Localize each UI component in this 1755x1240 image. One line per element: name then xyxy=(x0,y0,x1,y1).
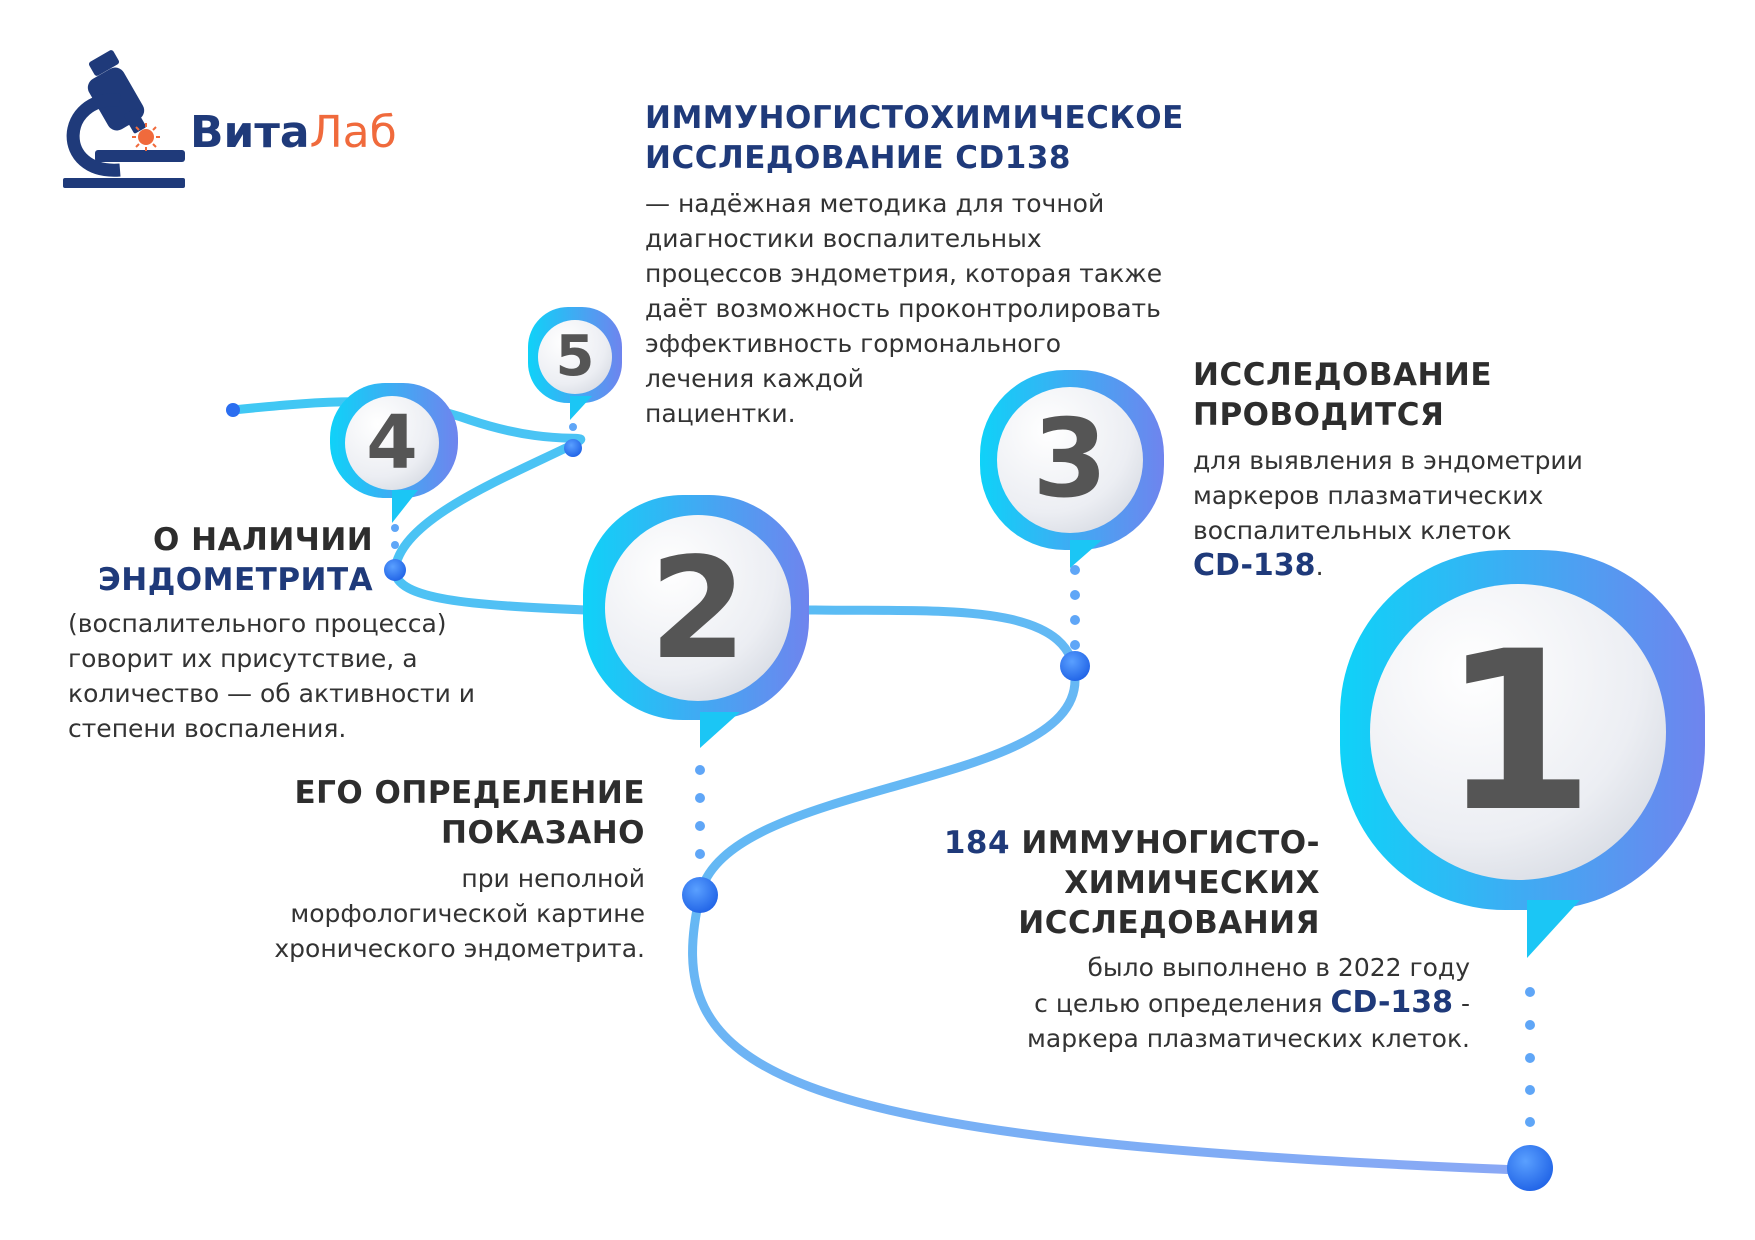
pin-number-5: 5 xyxy=(555,324,595,389)
step4-text-line4: степени воспаления. xyxy=(68,714,347,743)
step3-block: ИССЛЕДОВАНИЕ ПРОВОДИТСЯ для выявления в … xyxy=(1193,355,1673,584)
node-5 xyxy=(564,439,582,457)
step5-text-line3: процессов эндометрия, которая также xyxy=(645,259,1163,288)
step4-text-line3: количество — об активности и xyxy=(68,679,476,708)
road-line xyxy=(228,397,1525,1175)
dotted-connectors xyxy=(391,423,1535,1127)
step5-text-line2: диагностики воспалительных xyxy=(645,224,1042,253)
step2-title-line2: ПОКАЗАНО xyxy=(441,815,645,851)
pin-1 xyxy=(1340,550,1705,958)
step3-text-line3: воспалительных клеток xyxy=(1193,516,1512,545)
step1-title-line2: ХИМИЧЕСКИХ xyxy=(1064,865,1320,901)
step5-text-line5: эффективность гормонального xyxy=(645,329,1062,358)
pin-number-1: 1 xyxy=(1441,604,1595,860)
step1-title-word: ИММУНОГИСТО- xyxy=(1021,825,1320,861)
step1-text-accent: CD-138 xyxy=(1330,985,1454,1020)
step4-title-line1: О НАЛИЧИИ xyxy=(153,522,374,558)
step1-block: 184 ИММУНОГИСТО- ХИМИЧЕСКИХ ИССЛЕДОВАНИЯ xyxy=(890,823,1320,943)
pin-3 xyxy=(980,370,1164,568)
node-1 xyxy=(1507,1145,1553,1191)
step2-text-line2: морфологической картине xyxy=(290,899,645,928)
logo-part2: Лаб xyxy=(309,107,397,158)
microscope-icon xyxy=(63,50,185,188)
step5-text-line1: — надёжная методика для точной xyxy=(645,189,1105,218)
logo-part1: Вита xyxy=(190,107,310,158)
step1-text: было выполнено в 2022 году с целью опред… xyxy=(880,950,1470,1056)
step1-text-line1: было выполнено в 2022 году xyxy=(1087,953,1470,982)
step3-text-line4: CD-138. xyxy=(1193,548,1673,584)
step5-text-line7: пациентки. xyxy=(645,399,796,428)
pin-number-2: 2 xyxy=(649,528,747,691)
step5-text-line6: лечения каждой xyxy=(645,364,864,393)
step1-text-line3: маркера плазматических клеток. xyxy=(1027,1024,1470,1053)
step3-accent: CD-138 xyxy=(1193,548,1316,583)
road-start-dot xyxy=(226,403,240,417)
step5-block: ИММУНОГИСТОХИМИЧЕСКОЕ ИССЛЕДОВАНИЕ CD138… xyxy=(645,98,1205,431)
step4-title-line2: ЭНДОМЕТРИТА xyxy=(98,562,374,598)
step2-text-line3: хронического эндометрита. xyxy=(274,934,645,963)
step1-title-accent: 184 xyxy=(943,825,1011,861)
pin-2 xyxy=(583,495,809,748)
step4-block: О НАЛИЧИИ ЭНДОМЕТРИТА (воспалительного п… xyxy=(68,520,508,746)
step3-text-line2: маркеров плазматических xyxy=(1193,481,1544,510)
step1-text-pre: с целью определения xyxy=(1034,989,1331,1018)
pin-number-4: 4 xyxy=(366,400,418,486)
step1-title-line1: 184 ИММУНОГИСТО- xyxy=(890,823,1320,863)
node-2 xyxy=(682,877,718,913)
node-4 xyxy=(384,559,406,581)
step2-title-line1: ЕГО ОПРЕДЕЛЕНИЕ xyxy=(294,775,645,811)
step1-title-line3: ИССЛЕДОВАНИЯ xyxy=(1018,905,1320,941)
pin-5 xyxy=(528,307,622,420)
step1-text-line2: с целью определения CD-138 - xyxy=(880,985,1470,1021)
step3-text-line1: для выявления в эндометрии xyxy=(1193,446,1583,475)
step3-title-line1: ИССЛЕДОВАНИЕ xyxy=(1193,357,1493,393)
node-3 xyxy=(1060,651,1090,681)
step1-text-post: - xyxy=(1453,989,1470,1018)
step5-title-line1: ИММУНОГИСТОХИМИЧЕСКОЕ xyxy=(645,100,1184,136)
step4-text-line2: говорит их присутствие, а xyxy=(68,644,418,673)
step2-text-line1: при неполной xyxy=(461,864,645,893)
step5-text-line4: даёт возможность проконтролировать xyxy=(645,294,1161,323)
step3-accent-post: . xyxy=(1315,552,1324,581)
logo-wordmark: ВитаЛаб xyxy=(190,108,397,158)
step4-text-line1: (воспалительного процесса) xyxy=(68,609,447,638)
step3-title-line2: ПРОВОДИТСЯ xyxy=(1193,397,1445,433)
step5-title-line2: ИССЛЕДОВАНИЕ CD138 xyxy=(645,140,1072,176)
step2-block: ЕГО ОПРЕДЕЛЕНИЕ ПОКАЗАНО при неполной мо… xyxy=(200,773,645,966)
pin-4 xyxy=(330,383,458,523)
pin-number-3: 3 xyxy=(1032,397,1108,522)
